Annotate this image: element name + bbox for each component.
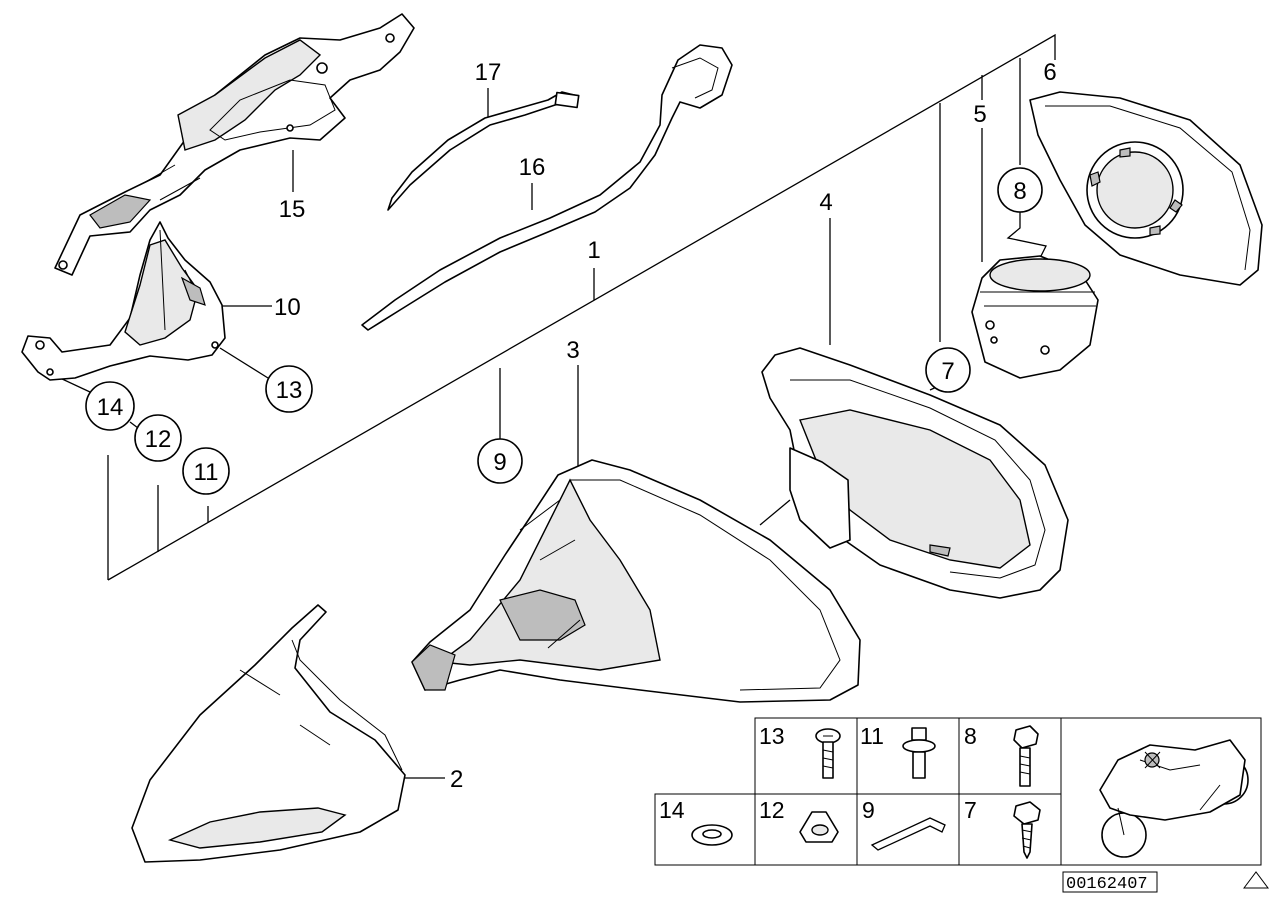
table-label-14: 14 — [659, 797, 685, 823]
callout-15: 15 — [279, 196, 306, 223]
callout-6: 6 — [1043, 59, 1056, 86]
self-tapping-screw-icon — [1013, 801, 1041, 859]
bracket-part-15 — [54, 13, 415, 276]
hex-screw-icon — [1013, 725, 1039, 787]
bolt-with-washer-icon — [902, 727, 936, 779]
circled-callout-9: 9 — [493, 449, 506, 476]
callout-10: 10 — [274, 294, 301, 321]
mirror-glass-part-4 — [761, 347, 1069, 599]
callout-1: 1 — [587, 237, 600, 264]
callout-16: 16 — [519, 154, 546, 181]
warning-triangle-icon — [1243, 871, 1269, 889]
cable-tie-part-17 — [387, 91, 580, 211]
circled-callout-12: 12 — [145, 426, 172, 453]
callout-5: 5 — [973, 101, 986, 128]
leader-lines — [59, 33, 1056, 779]
callout-17: 17 — [475, 59, 502, 86]
glass-carrier-part-6 — [1029, 91, 1263, 286]
circled-callout-11: 11 — [194, 459, 219, 486]
motorcycle-icon — [1099, 739, 1249, 858]
callout-4: 4 — [819, 189, 832, 216]
mirror-cover-part-2 — [131, 604, 406, 863]
table-label-8: 8 — [964, 723, 977, 749]
table-label-9: 9 — [862, 797, 875, 823]
reference-number: 00162407 — [1066, 875, 1148, 894]
circled-callout-14: 14 — [97, 394, 124, 421]
circled-callout-8: 8 — [1013, 178, 1026, 205]
reference-number-box: 00162407 — [1062, 871, 1269, 894]
callout-labels: 17 16 15 10 1 3 4 5 6 2 — [274, 59, 1057, 793]
table-label-12: 12 — [759, 797, 785, 823]
wire-spring-icon — [870, 817, 946, 851]
circled-callouts: 8 7 9 13 14 12 11 — [85, 167, 1043, 495]
bracket-part-10 — [21, 221, 226, 381]
circled-callout-13: 13 — [276, 377, 303, 404]
hardware-table: 13 11 8 14 12 9 7 — [654, 717, 1262, 866]
clip-nut-icon — [799, 811, 839, 843]
callout-3: 3 — [566, 337, 579, 364]
table-label-13: 13 — [759, 723, 785, 749]
circled-callout-7: 7 — [941, 358, 954, 385]
callout-2: 2 — [450, 766, 463, 793]
washer-icon — [691, 824, 733, 846]
mirror-motor-part-5 — [971, 255, 1099, 379]
screw-icon — [815, 728, 841, 779]
table-label-7: 7 — [964, 797, 977, 823]
mirror-housing-part-3 — [411, 459, 861, 703]
table-label-11: 11 — [860, 723, 884, 749]
cable-part-16 — [361, 44, 733, 331]
